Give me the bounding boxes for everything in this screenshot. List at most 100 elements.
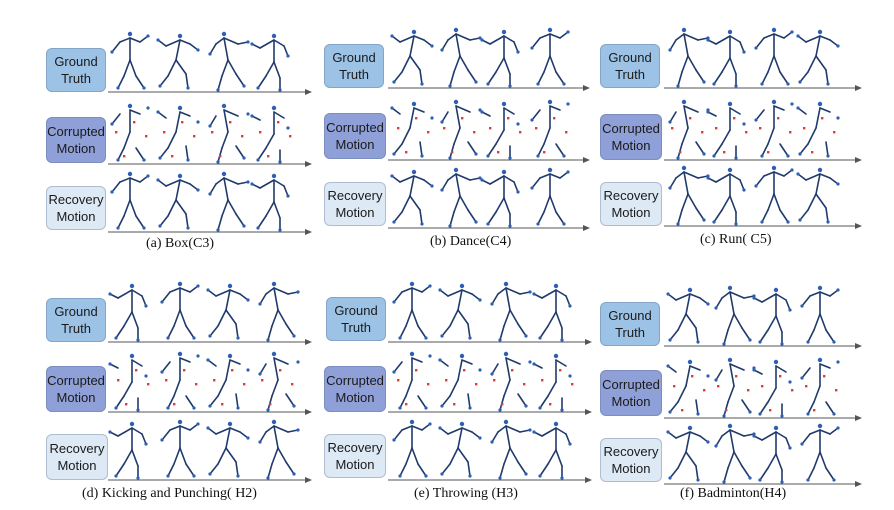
skeleton-p4-r0-f1-joint <box>468 336 472 340</box>
skeleton-p2-r0-f2-bone <box>763 33 775 39</box>
skeleton-p1-r1-f1-head <box>453 99 459 105</box>
skeleton-p1-r2-f0-joint <box>392 220 396 224</box>
skeleton-p3-r2-f1-head <box>177 419 183 425</box>
skeleton-p1-r2-f0-joint <box>390 174 394 178</box>
skeleton-p3-r1-f0-joint <box>114 406 118 410</box>
skeleton-p1-r0-f2-bone <box>489 35 505 45</box>
skeleton-p3-r1-f2-joint <box>208 404 212 408</box>
skeleton-p4-r1-f2-noise-marker <box>493 379 496 382</box>
panel-caption-f: (f) Badminton(H4) <box>680 486 787 501</box>
skeleton-p5-r1-f0-noise-marker <box>681 409 684 412</box>
skeleton-p4-r1-f3-bone <box>555 359 567 367</box>
skeleton-p4-r0-f1-bone <box>457 289 463 311</box>
skeleton-p5-r2-f1-bone <box>741 465 751 479</box>
skeleton-p5-r1-f3-noise-marker <box>813 409 816 412</box>
skeleton-p5-r1-f3-bone <box>813 385 821 403</box>
skeleton-p2-r2-f0-bone <box>683 171 699 179</box>
skeleton-p3-r1-f3-joint <box>258 372 262 376</box>
skeleton-p2-r0-f1-bone <box>739 41 745 53</box>
skeleton-p5-r2-f3-bone <box>819 451 827 469</box>
skeleton-p2-r2-f3-bone <box>807 193 817 211</box>
skeleton-p5-r0-f2-bone <box>761 293 777 303</box>
skeleton-p1-r1-f0-joint <box>390 106 394 110</box>
skeleton-p3-r2-f2-bone <box>225 427 231 449</box>
skeleton-p0-r0-f0-joint <box>146 34 150 38</box>
skeleton-p4-r0-f1-head <box>459 283 465 289</box>
skeleton-p5-r2-f0-bone <box>685 431 691 453</box>
skeleton-p0-r0-f2-bone <box>227 59 237 75</box>
skeleton-p3-r1-f2-noise-marker <box>221 403 224 406</box>
skeleton-p5-r1-f1-bone <box>729 363 745 371</box>
panel-caption-a: (a) Box(C3) <box>146 236 215 251</box>
skeleton-p0-r0-f3-bone <box>265 61 275 77</box>
skeleton-p0-r1-f3-noise-marker <box>259 131 262 134</box>
skeleton-p5-r2-f2-joint <box>752 434 756 438</box>
skeleton-p1-r0-f1-joint <box>474 80 478 84</box>
skeleton-p2-r2-f3-bone <box>797 173 807 181</box>
skeleton-p1-r2-f3-bone <box>531 177 541 189</box>
skeleton-p4-r2-f2-bone <box>505 425 511 449</box>
skeleton-p3-r2-f1-joint <box>192 474 196 478</box>
skeleton-p3-r0-f3-bone <box>273 287 279 311</box>
skeleton-p5-r1-f2-bone <box>759 401 769 415</box>
skeleton-p4-r1-f0-noise-marker <box>427 383 430 386</box>
skeleton-p4-r2-f0-bone <box>393 429 403 441</box>
skeleton-p3-r1-f2-bone <box>207 359 217 367</box>
skeleton-p2-r1-f2-noise-marker <box>759 127 762 130</box>
skeleton-p2-r2-f1-joint <box>742 188 746 192</box>
skeleton-p1-r2-f1-bone <box>447 173 457 181</box>
skeleton-p0-r2-f1-bone <box>167 199 177 217</box>
skeleton-p5-r1-f0-bone <box>695 399 699 415</box>
skeleton-p5-r2-f0-joint <box>706 440 710 444</box>
skeleton-p3-r2-f2-joint <box>206 426 210 430</box>
skeleton-p5-r0-f0-bone <box>689 293 701 299</box>
skeleton-p1-r1-f0-bone <box>419 141 423 157</box>
skeleton-p0-r2-f3-bone <box>273 201 281 219</box>
skeleton-p5-r2-f2-bone <box>785 437 791 449</box>
skeleton-p1-r2-f2-bone <box>487 211 497 225</box>
skeleton-p1-r2-f1-joint <box>448 224 452 228</box>
time-axis-p5-r2-head <box>855 481 862 487</box>
skeleton-p4-r0-f2-bone <box>497 287 507 295</box>
skeleton-p2-r2-f2-bone <box>783 169 793 177</box>
skeleton-p4-r1-f0-bone <box>399 395 407 409</box>
skeleton-p3-r0-f1-joint <box>196 284 200 288</box>
skeleton-p3-r1-f0-noise-marker <box>135 369 138 372</box>
skeleton-p4-r1-f1-bone <box>441 395 451 407</box>
skeleton-p4-r0-f1-bone <box>449 309 459 327</box>
skeleton-p5-r0-f3-bone <box>819 291 831 297</box>
skeleton-p4-r1-f2-bone <box>505 357 511 381</box>
skeleton-p5-r2-f2-bone <box>775 453 783 471</box>
skeleton-p3-r2-f3-joint <box>292 472 296 476</box>
skeleton-p1-r0-f2-joint <box>486 82 490 86</box>
skeleton-p3-r2-f3-bone <box>285 461 295 475</box>
skeleton-p0-r0-f1-bone <box>165 39 181 47</box>
skeleton-p0-r0-f1-head <box>177 33 183 39</box>
skeleton-p5-r2-f3-bone <box>801 433 811 445</box>
skeleton-p0-r2-f0-bone <box>123 199 131 217</box>
skeleton-p4-r2-f1-bone <box>439 427 449 435</box>
skeleton-p5-r1-f0-bone <box>667 365 677 373</box>
skeleton-p5-r0-f1-bone <box>729 291 735 315</box>
skeleton-p3-r0-f3-bone <box>267 325 273 341</box>
skeleton-p0-r2-f2-joint <box>216 228 220 232</box>
skeleton-p3-r0-f1-bone <box>169 287 181 293</box>
skeleton-p3-r0-f2-joint <box>246 298 250 302</box>
skeleton-p4-r1-f3-joint <box>568 374 572 378</box>
skeleton-p5-r1-f1-noise-marker <box>747 389 750 392</box>
skeleton-p1-r1-f3-noise-marker <box>543 151 546 154</box>
skeleton-p4-r1-f2-noise-marker <box>501 403 504 406</box>
skeleton-p2-r0-f1-bone <box>721 57 731 73</box>
skeleton-p1-r2-f2-joint <box>508 224 512 228</box>
skeleton-p1-r2-f1-head <box>453 167 459 173</box>
skeleton-p0-r1-f1-noise-marker <box>171 155 174 158</box>
skeleton-p1-r0-f1-joint <box>440 48 444 52</box>
skeleton-p0-r2-f3-bone <box>273 179 285 187</box>
skeleton-p5-r1-f0-joint <box>706 374 710 378</box>
skeleton-p3-r2-f2-joint <box>236 474 240 478</box>
skeleton-p3-r0-f0-bone <box>117 289 133 299</box>
skeleton-p0-r2-f0-bone <box>139 175 149 183</box>
skeleton-p2-r1-f2-bone <box>773 105 785 111</box>
skeleton-p5-r0-f2-bone <box>767 315 777 331</box>
